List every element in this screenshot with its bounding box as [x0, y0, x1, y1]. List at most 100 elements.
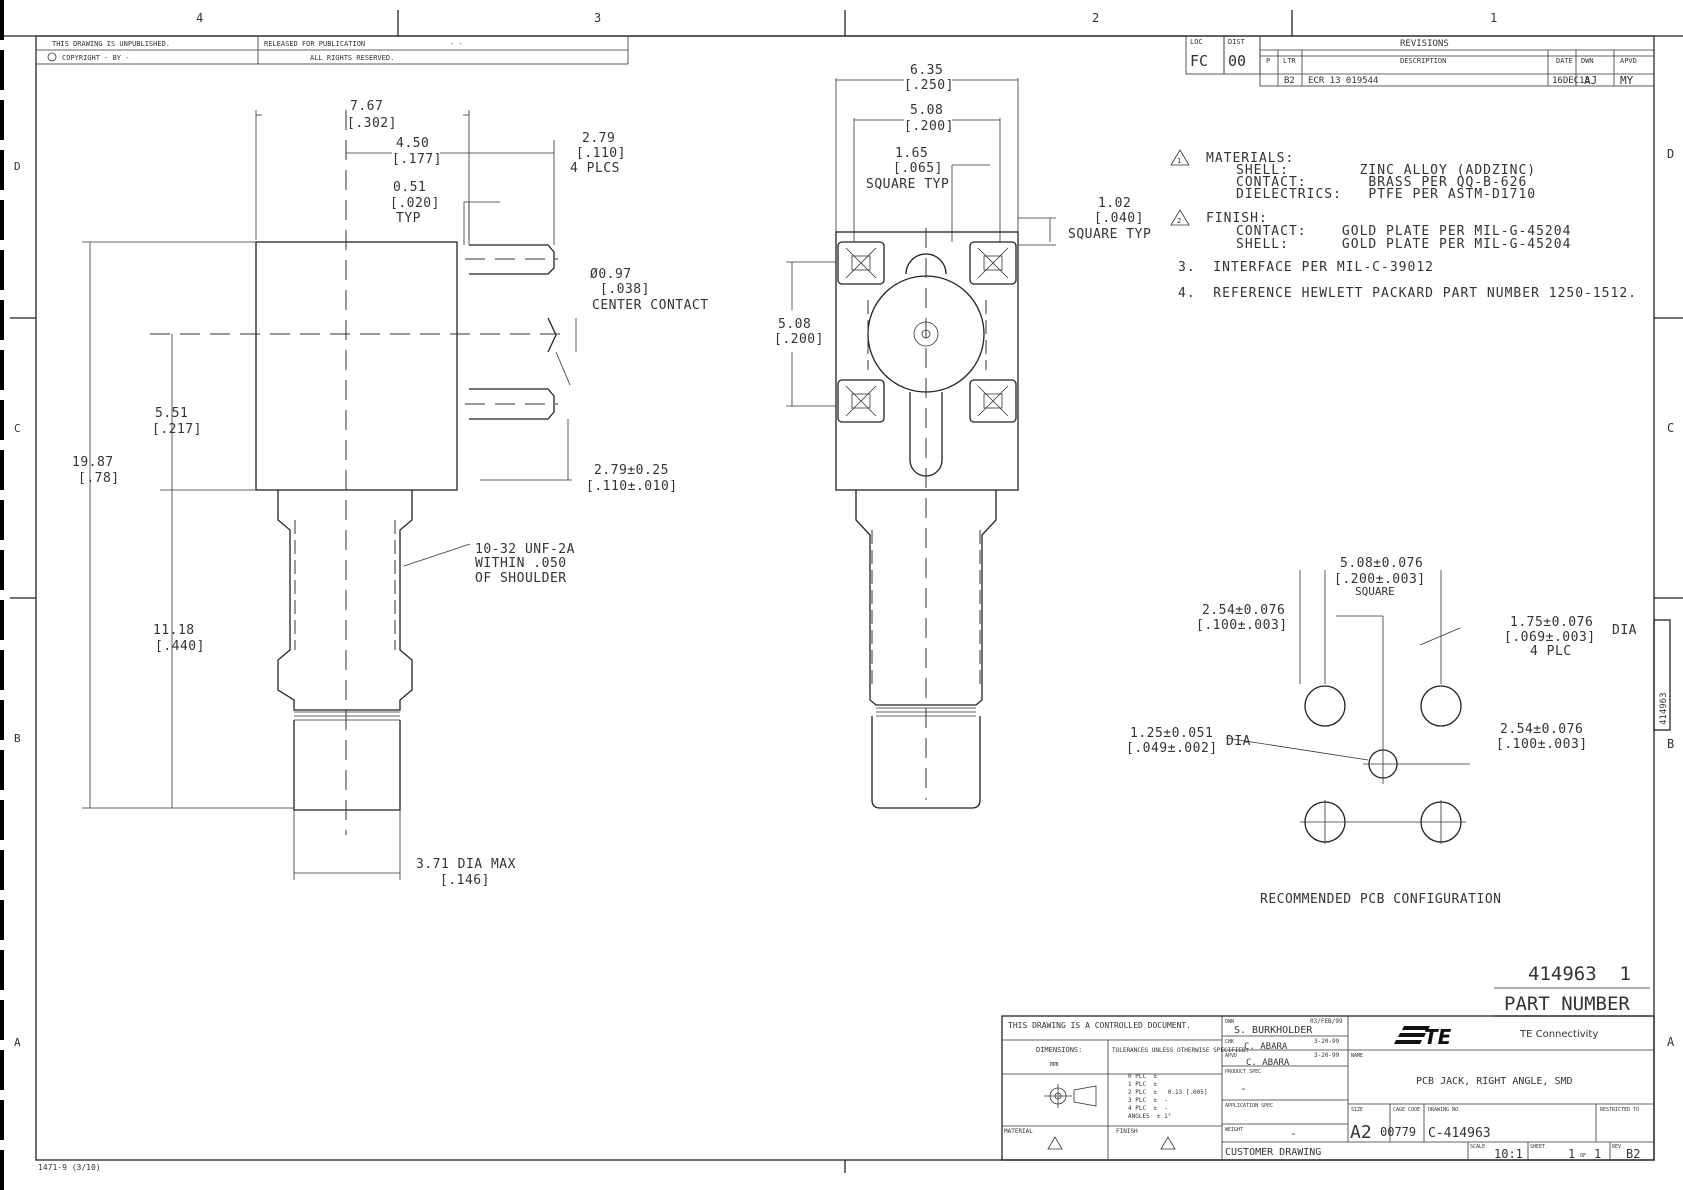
part-number-block: 414963 1 PART NUMBER — [1494, 963, 1650, 1017]
scale-value: 10:1 — [1494, 1147, 1523, 1161]
size-label: SIZE — [1351, 1107, 1363, 1113]
finish-label: FINISH — [1116, 1128, 1138, 1135]
logo-text: TE — [1424, 1025, 1452, 1049]
svg-text:1: 1 — [1177, 157, 1181, 165]
zone-top-4: 4 — [196, 11, 203, 25]
dim-0-302: [.302] — [347, 116, 397, 131]
dim-0-440: [.440] — [155, 639, 205, 654]
product-spec-label: PRODUCT SPEC — [1225, 1069, 1261, 1075]
dim-0-200-top: [.200] — [904, 119, 954, 134]
sheet-of-label: OF — [1580, 1153, 1586, 1159]
front-view: 6.35 [.250] 5.08 [.200] 1.65 [.065] SQUA… — [774, 63, 1151, 809]
zone-left-d: D — [14, 160, 21, 173]
pcb-dim-dia-2: DIA — [1226, 734, 1251, 749]
dwgno-label: DRAWING NO — [1428, 1107, 1458, 1113]
dim-2-79: 2.79 — [582, 131, 615, 146]
pcb-dim-dia-1: DIA — [1612, 623, 1637, 638]
chk-name: C. ABARA — [1244, 1042, 1288, 1052]
dim-0-217: [.217] — [152, 422, 202, 437]
rights-text: ALL RIGHTS RESERVED. — [310, 54, 394, 62]
pcb-hole-tl — [1304, 685, 1346, 727]
dim-4-50: 4.50 — [396, 136, 429, 151]
revisions-block: LOC FC DIST 00 REVISIONS P LTR DESCRIPTI… — [1185, 35, 1655, 87]
tol-row-1: 1 PLC ± — [1128, 1081, 1157, 1088]
dim-0-78: [.78] — [78, 471, 120, 486]
note-2-title: FINISH: — [1206, 211, 1268, 226]
note-2-line-1: CONTACT: GOLD PLATE PER MIL-G-45204 — [1236, 224, 1571, 239]
thread-spec-1: 10-32 UNF-2A — [475, 542, 575, 557]
weight-label: WEIGHT — [1225, 1127, 1243, 1133]
side-part-tag: 414963 — [1659, 692, 1669, 725]
rev-row-date: 16DEC13 — [1552, 76, 1590, 86]
rev-row-desc: ECR 13 019544 — [1308, 76, 1378, 86]
pcb-dim-1-75: 1.75±0.076 — [1510, 615, 1593, 630]
copyright-text: COPYRIGHT - BY - — [62, 54, 129, 62]
application-spec-label: APPLICATION SPEC — [1225, 1103, 1273, 1109]
rev-label: REV — [1612, 1144, 1621, 1150]
pcb-dim-0-049: [.049±.002] — [1126, 741, 1218, 756]
rev-head-desc: DESCRIPTION — [1400, 57, 1446, 65]
dim-0-146: [.146] — [440, 873, 490, 888]
publication-block: THIS DRAWING IS UNPUBLISHED. RELEASED FO… — [35, 35, 629, 65]
weight-value: - — [1290, 1127, 1297, 1140]
note-3: 3. INTERFACE PER MIL-C-39012 — [1178, 260, 1434, 275]
controlled-doc: THIS DRAWING IS A CONTROLLED DOCUMENT. — [1008, 1021, 1191, 1030]
pcb-hole-tr — [1420, 685, 1462, 727]
zone-right-c: C — [1667, 421, 1674, 435]
side-view: 7.67 [.302] 4.50 [.177] 2.79 [.110] 4 PL… — [72, 99, 708, 888]
dim-7-67: 7.67 — [350, 99, 383, 114]
note-4: 4. REFERENCE HEWLETT PACKARD PART NUMBER… — [1178, 286, 1637, 301]
appvd-name: C. ABARA — [1246, 1058, 1290, 1068]
zone-markers: 4 3 2 1 D C B A D C B A 414963 1471-9 (3… — [14, 11, 1675, 1172]
company-name: TE Connectivity — [1519, 1029, 1598, 1040]
title-block: THIS DRAWING IS A CONTROLLED DOCUMENT. D… — [1001, 1015, 1655, 1161]
dim-0-110: [.110] — [576, 146, 626, 161]
scale-label: SCALE — [1470, 1144, 1485, 1150]
restricted-label: RESTRICTED TO — [1600, 1107, 1639, 1113]
cage-value: 00779 — [1380, 1125, 1416, 1139]
projection-symbol — [1044, 1084, 1097, 1108]
pcb-dim-0-100-a: [.100±.003] — [1196, 618, 1288, 633]
tol-row-3: 3 PLC ± - — [1128, 1097, 1168, 1104]
sheet-value: 1 — [1568, 1147, 1575, 1161]
dist-value: 00 — [1228, 52, 1246, 70]
dim-0-200-side: [.200] — [774, 332, 824, 347]
zone-top-3: 3 — [594, 11, 601, 25]
chk-date: 3-20-99 — [1314, 1038, 1340, 1045]
dwn-name: S. BURKHOLDER — [1234, 1025, 1313, 1036]
dim-0-040: [.040] — [1094, 211, 1144, 226]
drawing-notes: 1 MATERIALS: SHELL: ZINC ALLOY (ADDZINC)… — [1170, 149, 1637, 301]
size-value: A2 — [1350, 1122, 1372, 1143]
dimensions-unit: mm — [1050, 1060, 1058, 1068]
part-number-label: PART NUMBER — [1504, 993, 1630, 1015]
dim-3-71: 3.71 DIA MAX — [416, 857, 516, 872]
rev-head-ltr: LTR — [1283, 57, 1296, 65]
dim-4-plcs: 4 PLCS — [570, 161, 620, 176]
dim-19-87: 19.87 — [72, 455, 114, 470]
note-1-line-2: CONTACT: BRASS PER QQ-B-626 — [1236, 175, 1527, 190]
pcb-caption: RECOMMENDED PCB CONFIGURATION — [1260, 892, 1501, 907]
sheet-label: SHEET — [1530, 1144, 1545, 1150]
pcb-layout: 5.08±0.076 [.200±.003] SQUARE 2.54±0.076… — [1126, 556, 1637, 907]
loc-label: LOC — [1190, 38, 1203, 46]
dimensions-label: DIMENSIONS: — [1036, 1046, 1082, 1054]
dim-0-97: Ø0.97 — [590, 267, 632, 282]
dim-square-typ-1: SQUARE TYP — [866, 177, 949, 192]
pcb-dim-0-100-b: [.100±.003] — [1496, 737, 1588, 752]
dim-0-110-tol: [.110±.010] — [586, 479, 678, 494]
drawing-name: PCB JACK, RIGHT ANGLE, SMD — [1416, 1076, 1573, 1087]
rev-row-ltr: B2 — [1284, 76, 1295, 86]
zone-left-c: C — [14, 422, 21, 435]
material-label: MATERIAL — [1004, 1128, 1033, 1135]
zone-top-2: 2 — [1092, 11, 1099, 25]
thread-spec-3: OF SHOULDER — [475, 571, 567, 586]
tol-row-4: 4 PLC ± - — [1128, 1105, 1168, 1112]
dim-typ: TYP — [396, 211, 421, 226]
dim-0-51: 0.51 — [393, 180, 426, 195]
pcb-dim-4-plc: 4 PLC — [1530, 644, 1572, 659]
dim-1-65: 1.65 — [895, 146, 928, 161]
dim-0-065: [.065] — [893, 161, 943, 176]
thread-spec-2: WITHIN .050 — [475, 556, 567, 571]
chk-label: CHK — [1225, 1039, 1234, 1045]
